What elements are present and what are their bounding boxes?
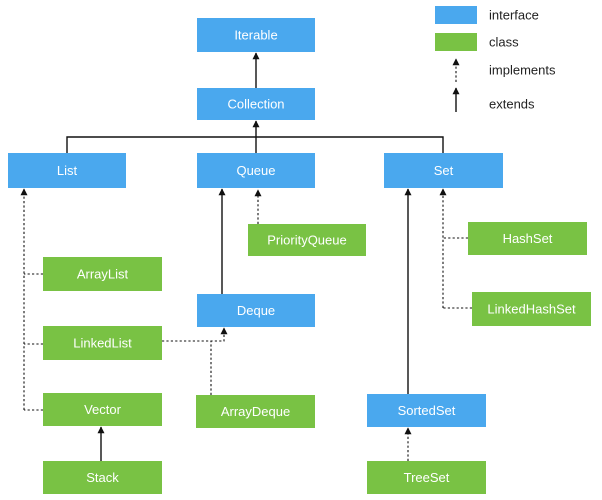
edge-list-extends-collection [66, 136, 256, 153]
legend-extends-label: extends [489, 97, 535, 112]
node-linkedlist: LinkedList [43, 326, 162, 360]
node-list: List [8, 153, 126, 188]
node-linkedlist-box [43, 326, 162, 360]
node-linkedhashset-box [472, 292, 591, 326]
edge-linkedlist-implements-deque [162, 327, 228, 342]
node-sortedset-box [367, 394, 486, 427]
node-stack-box [43, 461, 162, 494]
node-deque: Deque [197, 294, 315, 327]
node-collection: Collection [197, 88, 315, 120]
node-queue-label: Queue [236, 163, 275, 178]
node-list-label: List [57, 163, 78, 178]
node-arraydeque-label: ArrayDeque [221, 404, 290, 419]
nodes: Iterable Collection List Queue Set Prior… [8, 18, 591, 494]
node-linkedlist-label: LinkedList [73, 336, 132, 351]
legend-class-label: class [489, 35, 519, 50]
node-hashset: HashSet [468, 222, 587, 255]
edge-set-extends-collection [256, 136, 444, 153]
node-collection-box [197, 88, 315, 120]
node-arraydeque-box [196, 395, 315, 428]
node-linkedhashset: LinkedHashSet [472, 292, 591, 326]
node-sortedset-label: SortedSet [398, 403, 456, 418]
node-set-box [384, 153, 503, 188]
node-iterable: Iterable [197, 18, 315, 52]
node-vector-label: Vector [84, 402, 122, 417]
legend-class-swatch [435, 33, 477, 51]
node-queue-box [197, 153, 315, 188]
node-linkedhashset-label: LinkedHashSet [487, 302, 576, 317]
node-deque-box [197, 294, 315, 327]
node-stack: Stack [43, 461, 162, 494]
node-arraylist: ArrayList [43, 257, 162, 291]
node-treeset-label: TreeSet [404, 470, 450, 485]
edges [20, 52, 472, 461]
node-priorityqueue: PriorityQueue [248, 224, 366, 256]
node-set: Set [384, 153, 503, 188]
node-vector: Vector [43, 393, 162, 426]
node-stack-label: Stack [86, 470, 119, 485]
node-treeset-box [367, 461, 486, 494]
node-priorityqueue-label: PriorityQueue [267, 233, 346, 248]
node-set-label: Set [434, 163, 454, 178]
node-sortedset: SortedSet [367, 394, 486, 427]
node-list-box [8, 153, 126, 188]
node-iterable-box [197, 18, 315, 52]
legend-interface-swatch [435, 6, 477, 24]
node-vector-box [43, 393, 162, 426]
legend-implements-label: implements [489, 63, 556, 78]
node-iterable-label: Iterable [234, 28, 277, 43]
node-queue: Queue [197, 153, 315, 188]
node-arraylist-label: ArrayList [77, 267, 129, 282]
legend-interface-label: interface [489, 8, 539, 23]
legend: interface class implements extends [435, 6, 556, 112]
node-deque-label: Deque [237, 303, 275, 318]
node-hashset-box [468, 222, 587, 255]
node-arraylist-box [43, 257, 162, 291]
node-priorityqueue-box [248, 224, 366, 256]
node-arraydeque: ArrayDeque [196, 395, 315, 428]
node-collection-label: Collection [227, 97, 284, 112]
node-hashset-label: HashSet [503, 231, 553, 246]
node-treeset: TreeSet [367, 461, 486, 494]
